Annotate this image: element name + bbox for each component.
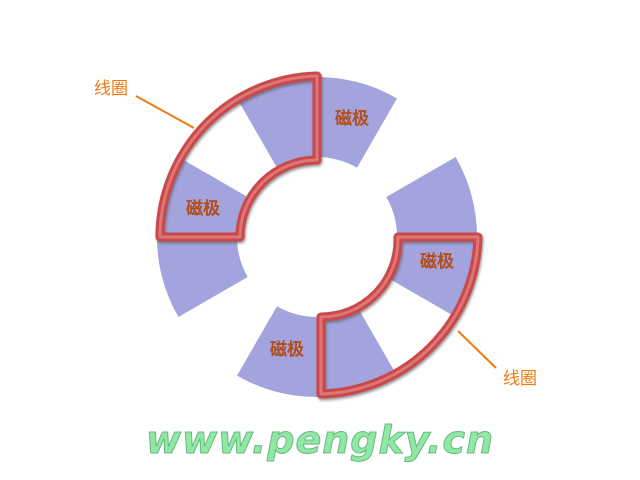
pole-label-bottom: 磁极 bbox=[270, 339, 304, 360]
coil-label-lower: 线圈 bbox=[503, 369, 537, 389]
pole-label-left: 磁极 bbox=[186, 198, 220, 219]
coils bbox=[155, 71, 483, 399]
coil-highlight bbox=[319, 235, 480, 396]
pole-label-top: 磁极 bbox=[335, 108, 369, 129]
coil-highlight bbox=[158, 74, 319, 239]
coil-label-upper: 线圈 bbox=[94, 79, 128, 99]
leader-line-upper bbox=[135, 95, 195, 129]
pole-label-right: 磁极 bbox=[420, 251, 454, 272]
watermark: www.pengky.cn bbox=[145, 418, 495, 463]
leader-line-lower bbox=[457, 330, 497, 369]
